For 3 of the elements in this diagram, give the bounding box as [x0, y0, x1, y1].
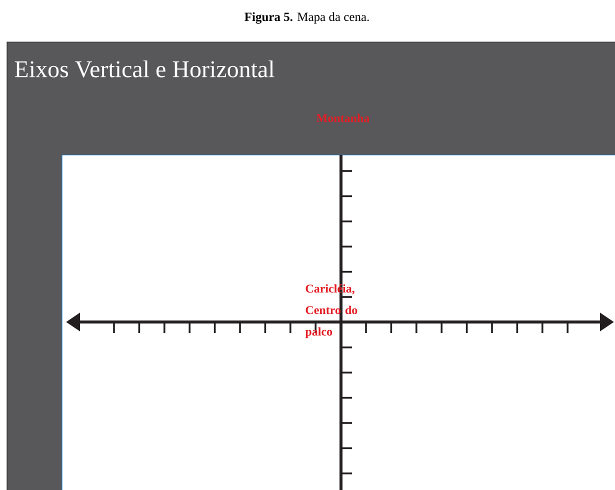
map-label: Montanha	[316, 114, 370, 122]
panel-title: Eixos Vertical e Horizontal	[14, 60, 274, 78]
figure-caption: Figura 5. Mapa da cena.	[244, 12, 369, 24]
